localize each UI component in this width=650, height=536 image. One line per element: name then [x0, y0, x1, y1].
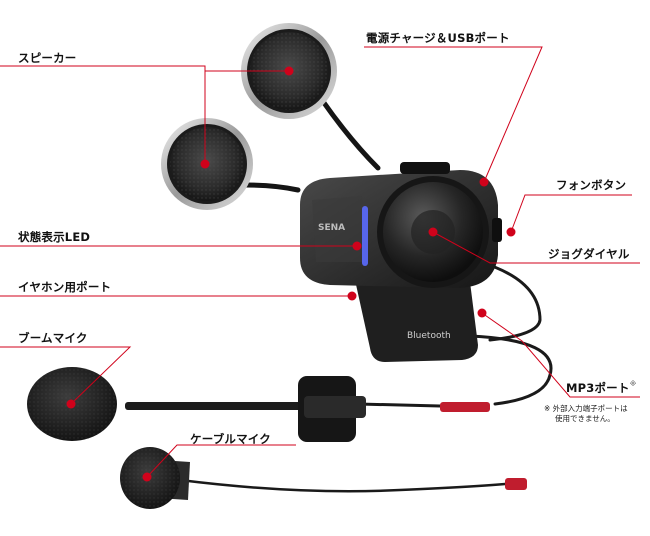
label-phone-button: フォンボタン: [556, 178, 627, 192]
label-jog-dial: ジョグダイヤル: [548, 247, 630, 261]
label-speaker: スピーカー: [18, 51, 77, 65]
speaker-cables: [242, 97, 381, 193]
mp3-note: ※ 外部入力端子ポートは 使用できません。: [544, 404, 628, 423]
phone-button-shape: [492, 218, 502, 242]
status-led-strip: [362, 206, 368, 266]
label-mp3-port: MP3ポート※: [566, 380, 637, 395]
bluetooth-logo: Bluetooth: [407, 331, 451, 341]
cable-mic: [120, 447, 527, 509]
clamp-base: [355, 280, 478, 362]
callout-dots: [66, 66, 516, 482]
mic-cables: [178, 260, 553, 493]
headset-unit: [300, 162, 502, 362]
label-status-led: 状態表示LED: [18, 230, 91, 244]
label-boom-mic: ブームマイク: [18, 331, 88, 345]
label-earphone-port: イヤホン用ポート: [18, 280, 112, 294]
label-charge-usb-port: 電源チャージ＆USBポート: [366, 31, 510, 45]
brand-logo: SENA: [318, 223, 345, 233]
callout-lines: [0, 46, 640, 478]
mp3-note-mark: ※: [629, 380, 637, 388]
label-cable-mic: ケーブルマイク: [190, 432, 271, 446]
